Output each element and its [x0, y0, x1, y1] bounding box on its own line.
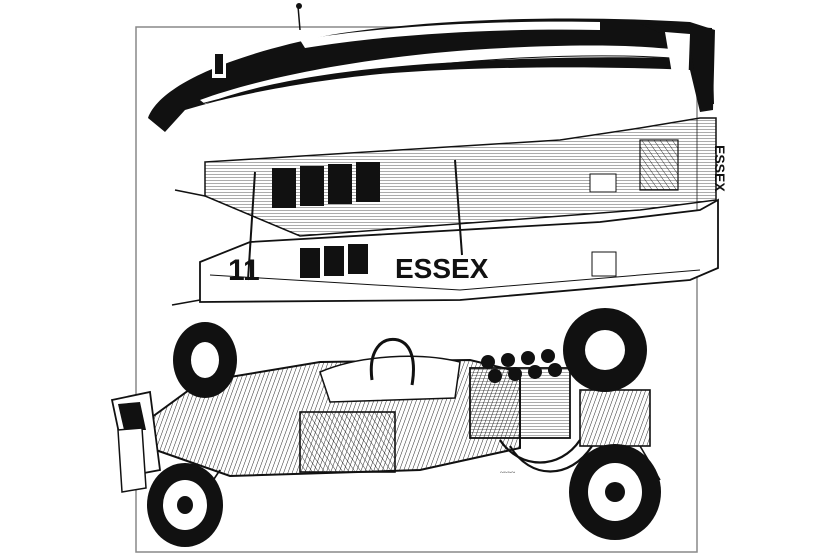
lower-louvres: [300, 244, 368, 278]
sponsor-livery-side: ESSEX: [395, 253, 489, 284]
artist-signature: ~~~~: [500, 469, 515, 477]
upper-louvres: [272, 162, 380, 208]
front-tyre-near: [147, 463, 223, 547]
engine-cover-shell: [148, 3, 715, 133]
sidepod-panels: 11 ESSEX ESSEX: [171, 117, 728, 306]
chassis-cutaway: [110, 308, 661, 547]
car-number: 11: [228, 254, 260, 287]
sponsor-livery-top: ESSEX: [712, 145, 728, 192]
rear-tyre-near: [569, 444, 661, 540]
rear-tyre-far: [563, 308, 647, 392]
front-tyre-far: [173, 322, 237, 398]
engine-intake-trumpets: [481, 349, 562, 383]
